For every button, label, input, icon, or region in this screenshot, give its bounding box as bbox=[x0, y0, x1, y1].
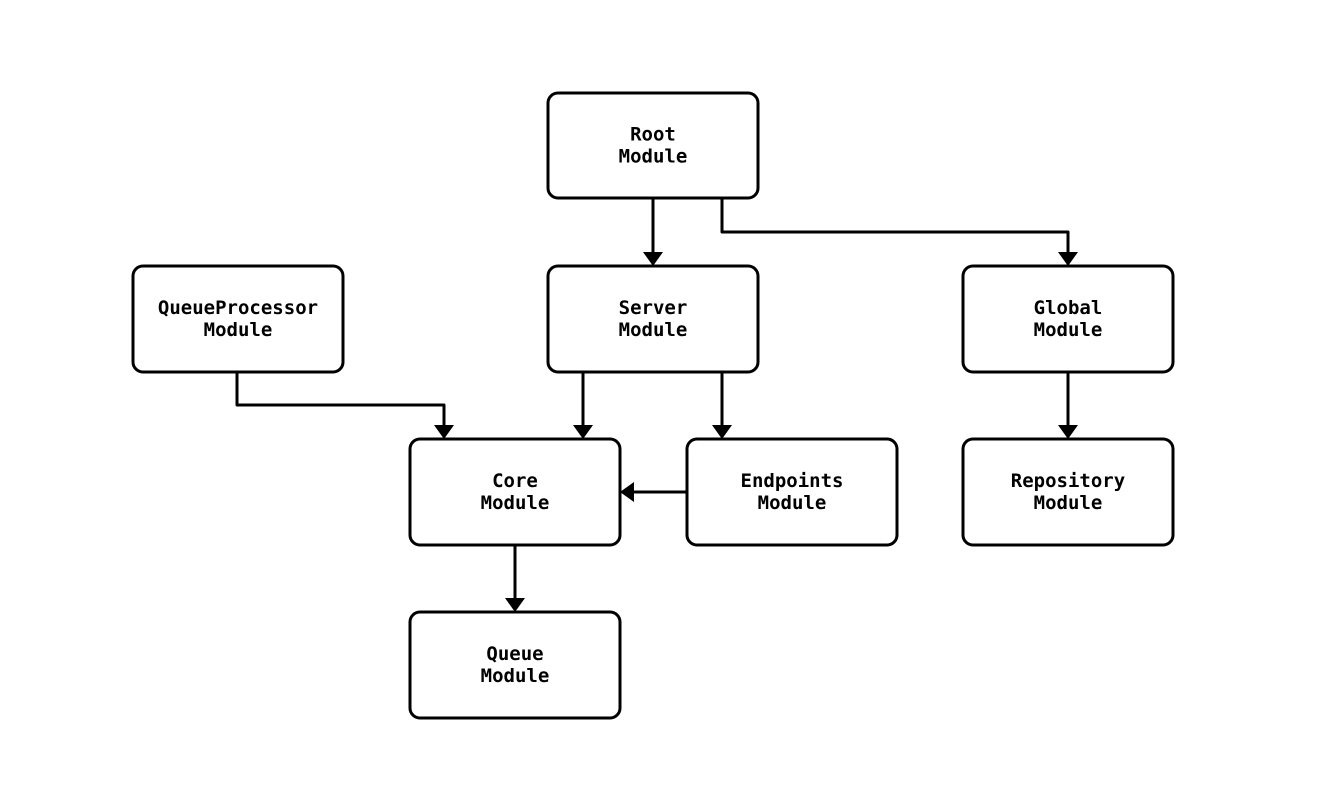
edge-root-to-global-line bbox=[720, 198, 1070, 252]
edge-root-to-server bbox=[643, 198, 663, 266]
core-module-label-line1: Core bbox=[492, 470, 538, 492]
queue-module-box[interactable] bbox=[408, 610, 622, 720]
endpoints-module-label-line1: Endpoints bbox=[741, 470, 844, 492]
queueprocessor-module-label-line1: QueueProcessor bbox=[158, 297, 318, 319]
repository-module-box[interactable] bbox=[961, 437, 1175, 547]
edge-queueprocessor-to-core-line bbox=[235, 372, 446, 425]
edge-global-to-repository bbox=[1058, 372, 1078, 439]
queueprocessor-module-label-line2: Module bbox=[204, 319, 273, 341]
edge-server-to-endpoints-arrowhead-icon bbox=[712, 425, 732, 439]
edge-core-to-queue bbox=[505, 545, 525, 612]
edge-root-to-global-arrowhead-icon bbox=[1058, 252, 1078, 266]
global-module-label-line2: Module bbox=[1034, 319, 1103, 341]
repository-module-label-line1: Repository bbox=[1011, 470, 1125, 492]
server-module-label-line1: Server bbox=[619, 297, 688, 319]
repository-module-label-line2: Module bbox=[1034, 492, 1103, 514]
edge-queueprocessor-to-core bbox=[235, 372, 454, 439]
server-module-box[interactable] bbox=[546, 264, 760, 374]
core-module-label-line2: Module bbox=[481, 492, 550, 514]
edge-global-to-repository-arrowhead-icon bbox=[1058, 425, 1078, 439]
queue-module-label-line1: Queue bbox=[486, 643, 543, 665]
edges-layer bbox=[235, 198, 1078, 612]
edge-endpoints-to-core bbox=[620, 482, 687, 502]
edge-server-to-core-arrowhead-icon bbox=[573, 425, 593, 439]
edge-queueprocessor-to-core-arrowhead-icon bbox=[434, 425, 454, 439]
queueprocessor-module-box[interactable] bbox=[131, 264, 345, 374]
root-module-box[interactable] bbox=[546, 91, 760, 200]
global-module-box[interactable] bbox=[961, 264, 1175, 374]
edge-root-to-global bbox=[720, 198, 1078, 266]
edge-server-to-endpoints bbox=[712, 372, 732, 439]
global-module-label-line1: Global bbox=[1034, 297, 1103, 319]
root-module-label-line1: Root bbox=[630, 123, 676, 145]
edge-root-to-server-arrowhead-icon bbox=[643, 252, 663, 266]
endpoints-module-label-line2: Module bbox=[758, 492, 827, 514]
edge-server-to-core bbox=[573, 372, 593, 439]
queue-module-label-line2: Module bbox=[481, 665, 550, 687]
endpoints-module-box[interactable] bbox=[685, 437, 899, 547]
edge-endpoints-to-core-arrowhead-icon bbox=[620, 482, 634, 502]
server-module-label-line2: Module bbox=[619, 319, 688, 341]
edge-core-to-queue-arrowhead-icon bbox=[505, 598, 525, 612]
root-module-label-line2: Module bbox=[619, 145, 688, 167]
core-module-box[interactable] bbox=[408, 437, 622, 547]
